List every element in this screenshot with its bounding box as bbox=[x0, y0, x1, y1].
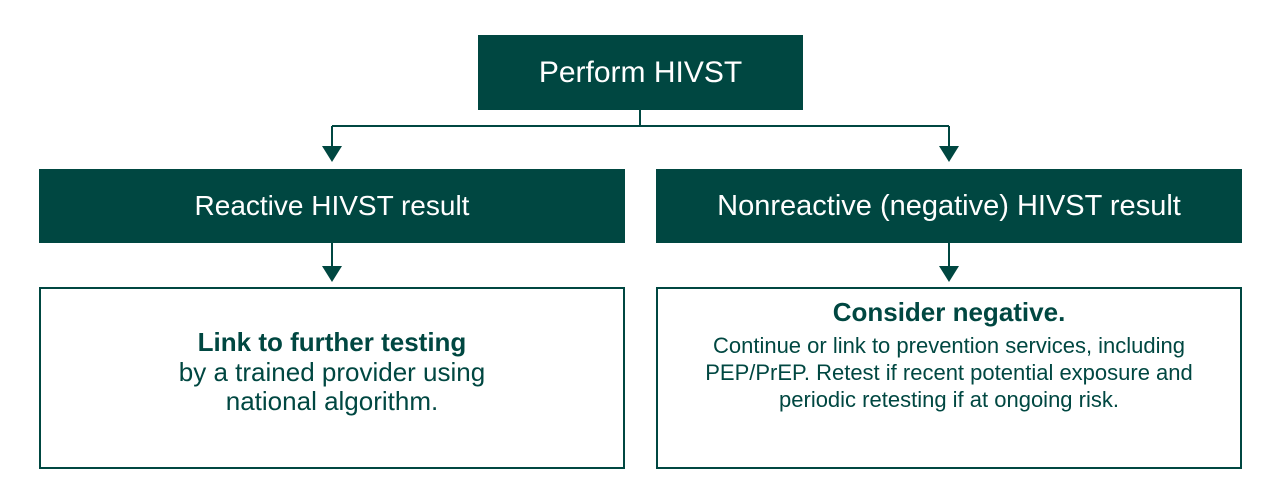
nonreactive-result-label: Nonreactive (negative) HIVST result bbox=[717, 189, 1181, 222]
reactive-result-box: Reactive HIVST result bbox=[39, 169, 625, 243]
perform-hivst-box: Perform HIVST bbox=[478, 35, 803, 110]
reactive-action-heading: Link to further testing bbox=[197, 326, 467, 357]
nonreactive-result-box: Nonreactive (negative) HIVST result bbox=[656, 169, 1242, 243]
nonreactive-action-heading: Consider negative. bbox=[832, 297, 1066, 327]
arrow-to-nonreactive-action-head bbox=[939, 266, 959, 282]
reactive-action-body: by a trained provider using national alg… bbox=[178, 356, 486, 416]
arrow-to-reactive-head bbox=[322, 146, 342, 162]
arrow-to-reactive-action-head bbox=[322, 266, 342, 282]
perform-hivst-label: Perform HIVST bbox=[538, 55, 743, 89]
reactive-action-box: Link to further testing by a trained pro… bbox=[39, 287, 625, 469]
reactive-result-label: Reactive HIVST result bbox=[194, 190, 470, 221]
nonreactive-action-body: Continue or link to prevention services,… bbox=[705, 333, 1193, 412]
arrow-to-nonreactive-head bbox=[939, 146, 959, 162]
nonreactive-action-box: Consider negative. Continue or link to p… bbox=[656, 287, 1242, 469]
